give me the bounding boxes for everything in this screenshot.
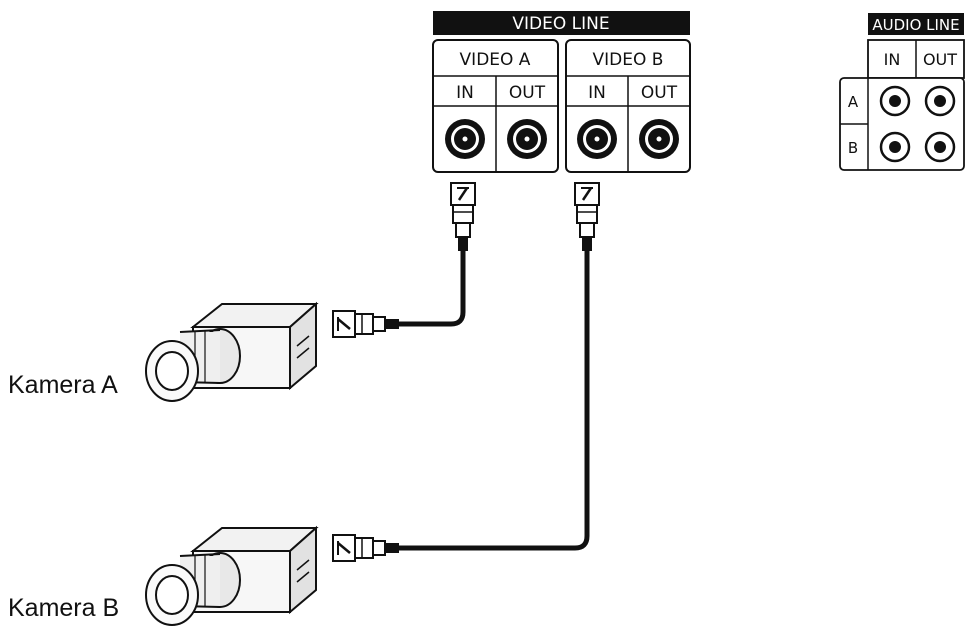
video-b-out-label: OUT <box>641 83 678 103</box>
bnc-plug-camera-a <box>332 310 399 338</box>
video-a-out-label: OUT <box>509 83 546 103</box>
video-line-title: VIDEO LINE <box>512 14 609 34</box>
video-line-title-bar <box>433 11 690 35</box>
audio-b-in-jack[interactable] <box>879 131 911 163</box>
video-b-in-jack[interactable] <box>577 119 617 159</box>
cable-b <box>395 247 590 551</box>
video-a-in-label: IN <box>456 83 474 103</box>
bnc-plug-video-b <box>574 182 600 251</box>
video-b-label: VIDEO B <box>593 50 664 70</box>
audio-a-out-jack[interactable] <box>924 85 956 117</box>
video-line-panel: VIDEO LINE VIDEO A IN OUT <box>432 11 691 173</box>
audio-a-in-jack[interactable] <box>879 85 911 117</box>
video-a-block: VIDEO A IN OUT <box>432 39 559 173</box>
bnc-plug-video-a <box>450 182 476 251</box>
video-a-label: VIDEO A <box>460 50 531 70</box>
video-a-in-jack[interactable] <box>445 119 485 159</box>
video-a-out-jack[interactable] <box>507 119 547 159</box>
audio-in-label: IN <box>884 50 901 69</box>
audio-out-label: OUT <box>923 50 957 69</box>
audio-line-title: AUDIO LINE <box>872 16 959 34</box>
video-b-out-jack[interactable] <box>639 119 679 159</box>
audio-row-b-label: B <box>848 139 858 157</box>
camera-b-label: Kamera B <box>8 594 120 622</box>
audio-b-out-jack[interactable] <box>924 131 956 163</box>
video-b-block: VIDEO B IN OUT <box>565 39 691 173</box>
cable-a <box>395 247 466 327</box>
audio-row-a-label: A <box>848 93 859 111</box>
bnc-plug-camera-b <box>332 534 399 562</box>
camera-a <box>145 301 319 402</box>
camera-b <box>145 525 319 626</box>
video-b-in-label: IN <box>588 83 606 103</box>
camera-a-label: Kamera A <box>8 371 118 399</box>
audio-line-title-bar <box>868 13 964 35</box>
audio-line-panel: AUDIO LINE IN OUT A B <box>839 13 965 171</box>
